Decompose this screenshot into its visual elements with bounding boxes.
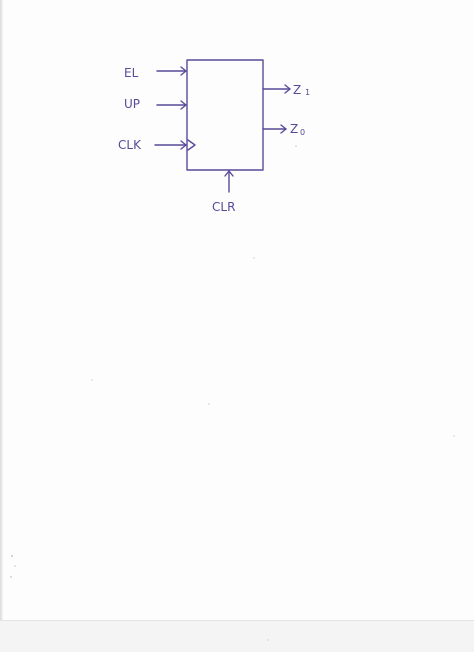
speck xyxy=(295,145,297,147)
speck xyxy=(208,403,210,405)
speck xyxy=(14,565,16,567)
input-clr-label: CLR xyxy=(212,200,235,214)
speck xyxy=(253,257,255,259)
logic-block-box xyxy=(186,59,264,171)
input-el: EL xyxy=(124,66,187,80)
input-up: UP xyxy=(124,97,187,111)
speck xyxy=(11,555,13,557)
input-clk: CLK xyxy=(118,138,196,152)
output-z1-arrowhead xyxy=(284,84,291,94)
input-clr: CLR xyxy=(212,170,235,214)
output-z0: Z 0 xyxy=(262,122,305,137)
scan-specks xyxy=(10,145,455,641)
input-clr-arrowhead xyxy=(224,170,234,177)
output-z0-subscript: 0 xyxy=(300,128,305,137)
output-z1-subscript: 1 xyxy=(305,88,310,97)
input-el-arrowhead xyxy=(180,66,187,76)
speck xyxy=(267,639,269,641)
output-z0-letter: Z xyxy=(290,122,298,136)
output-z0-arrowhead xyxy=(280,124,287,134)
input-up-label: UP xyxy=(124,97,140,111)
speck xyxy=(10,576,12,578)
output-z1: Z 1 xyxy=(262,83,310,97)
scan-left-edge xyxy=(0,0,3,651)
input-clk-arrowhead xyxy=(180,140,187,150)
output-z1-letter: Z xyxy=(293,83,301,97)
clock-edge-marker xyxy=(187,139,196,151)
speck xyxy=(91,379,93,381)
scan-bottom-edge xyxy=(0,620,474,652)
speck xyxy=(453,435,455,437)
input-el-label: EL xyxy=(124,66,139,80)
input-up-arrowhead xyxy=(180,100,187,110)
input-clk-label: CLK xyxy=(118,138,142,152)
